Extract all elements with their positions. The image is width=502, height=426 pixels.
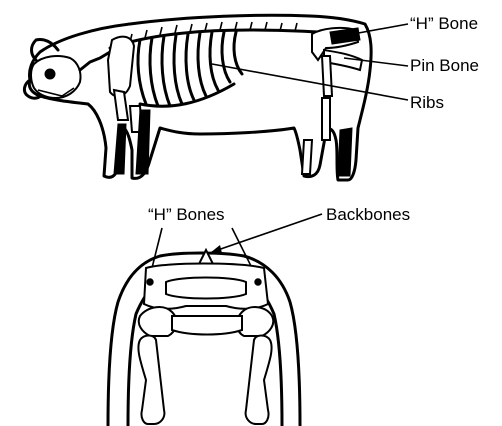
label-backbones: Backbones [326, 205, 410, 224]
label-h-bones: “H” Bones [148, 205, 225, 224]
label-h-bone: “H” Bone [410, 14, 478, 33]
pig-side-view: “H” Bone Pin Bone Ribs [24, 14, 479, 180]
pig-hind-tibia [322, 98, 330, 140]
rear-h-bone-left [147, 279, 153, 285]
rear-femur-right [246, 336, 272, 425]
rear-hip-left [139, 307, 177, 336]
pig-skull [31, 56, 81, 98]
rear-pelvis-opening [166, 278, 246, 299]
rear-pelvis-crossbar [172, 316, 242, 335]
rib [186, 34, 194, 100]
rib [162, 36, 170, 106]
label-ribs: Ribs [410, 93, 444, 112]
rib [174, 35, 182, 104]
leader-line-backbones [212, 214, 322, 252]
rib [222, 32, 230, 82]
rib [138, 40, 146, 104]
pig-hind-foot-far [302, 140, 312, 174]
skull-eye-socket [45, 69, 55, 79]
pig-hind-femur [322, 56, 332, 96]
rear-femur-left [138, 336, 164, 425]
pig-neck-vertebrae [80, 52, 110, 70]
label-pin-bone: Pin Bone [410, 56, 479, 75]
rear-h-bone-right [255, 279, 261, 285]
pig-shoulder-blade [108, 37, 134, 97]
pig-front-humerus [114, 90, 128, 120]
pig-ribcage [138, 32, 242, 106]
leader-line-ribs [212, 64, 408, 100]
pig-front-foot-far [114, 124, 126, 174]
pig-hind-foot-near [338, 128, 352, 176]
rib [210, 32, 218, 90]
pig-rear-view: “H” Bones Backbones [108, 205, 410, 426]
rib [198, 33, 206, 96]
rib [150, 38, 158, 106]
